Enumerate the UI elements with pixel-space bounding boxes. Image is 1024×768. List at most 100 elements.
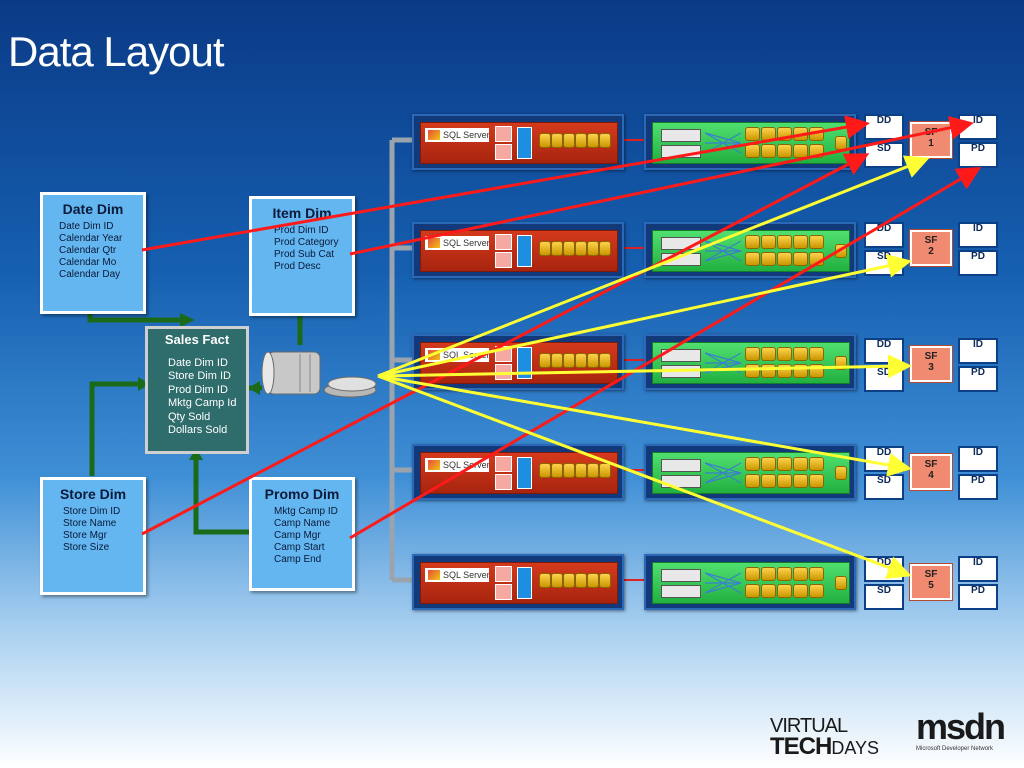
disk-icon xyxy=(793,252,808,266)
disk-icon xyxy=(745,252,760,266)
pd-node-box: PD xyxy=(958,366,998,392)
sql-server-label: SQL Server xyxy=(425,128,489,142)
sql-server-logo-icon xyxy=(428,460,440,470)
disk-icon xyxy=(745,347,760,361)
disk-icon xyxy=(551,133,563,148)
replicated-dimension-arrows xyxy=(141,115,982,540)
storage-array-chassis xyxy=(652,562,850,604)
disk-icon xyxy=(563,573,575,588)
disk-icon xyxy=(539,133,551,148)
disk-icon xyxy=(599,573,611,588)
disk-icon xyxy=(575,241,587,256)
id-node-box: ID xyxy=(958,338,998,364)
disk-icon xyxy=(793,235,808,249)
disk-icon xyxy=(563,133,575,148)
disk-icon xyxy=(777,347,792,361)
sql-server-unit: SQL Server xyxy=(412,114,624,170)
slide-title: Data Layout xyxy=(8,28,224,75)
disk-icon xyxy=(777,567,792,581)
date-dim-field: Date Dim ID xyxy=(59,221,114,232)
disk-icon xyxy=(777,584,792,598)
dd-node-label: DD xyxy=(876,447,892,458)
disk-icon xyxy=(551,353,563,368)
sql-server-label: SQL Server xyxy=(425,236,489,250)
disk-icon xyxy=(777,144,792,158)
disk-icon xyxy=(793,584,808,598)
array-slot-icon xyxy=(661,585,701,598)
sql-server-label-text: SQL Server xyxy=(443,130,489,140)
drive-bay-icon xyxy=(495,144,512,160)
sf-label-line2: 3 xyxy=(928,362,934,373)
drive-bay-icon xyxy=(495,126,512,142)
sql-server-label-text: SQL Server xyxy=(443,238,489,248)
sf-label-line1: SF xyxy=(924,351,938,362)
disk-icon xyxy=(809,584,824,598)
promo-dim-field: Mktg Camp ID xyxy=(274,506,338,517)
disk-icon xyxy=(539,353,551,368)
vtd-line2-bold: TECH xyxy=(770,733,832,760)
sd-node-box: SD xyxy=(864,584,904,610)
dd-node-label: DD xyxy=(876,223,892,234)
disk-icon xyxy=(539,241,551,256)
disk-icon xyxy=(587,241,599,256)
sql-server-chassis: SQL Server xyxy=(420,122,618,164)
promo-dim-box: Promo Dim Mktg Camp ID Camp Name Camp Mg… xyxy=(249,477,355,591)
drive-bay-icon xyxy=(495,584,512,600)
store-dim-field: Store Size xyxy=(63,542,110,553)
date-dim-field: Calendar Qtr xyxy=(59,245,117,256)
vtd-line1: VIRTUAL xyxy=(770,715,848,737)
sales-fact-field: Prod Dim ID xyxy=(168,383,228,396)
pd-node-box: PD xyxy=(958,474,998,500)
sf-label-line2: 5 xyxy=(928,580,934,591)
id-node-label: ID xyxy=(973,115,983,126)
date-dim-box: Date Dim Date Dim ID Calendar Year Calen… xyxy=(40,192,146,314)
array-slot-icon xyxy=(661,459,701,472)
dd-node-box: DD xyxy=(864,338,904,364)
sf-label-line1: SF xyxy=(924,235,938,246)
disk-icon xyxy=(599,133,611,148)
msdn-logo: msdn Microsoft Developer Network xyxy=(916,708,1020,764)
sf-label-line1: SF xyxy=(924,459,938,470)
disk-icon xyxy=(809,347,824,361)
sql-server-label: SQL Server xyxy=(425,458,489,472)
promo-dim-field: Camp Name xyxy=(274,518,331,529)
sql-server-logo-icon xyxy=(428,238,440,248)
disk-icon xyxy=(809,567,824,581)
sales-fact-title: Sales Fact xyxy=(164,332,230,347)
disk-icon xyxy=(835,576,847,590)
sales-fact-field: Dollars Sold xyxy=(168,424,228,436)
promo-dim-title: Promo Dim xyxy=(264,486,340,502)
sd-node-label: SD xyxy=(877,367,891,378)
sql-server-label-text: SQL Server xyxy=(443,570,489,580)
disk-icon xyxy=(809,457,824,471)
id-node-box: ID xyxy=(958,556,998,582)
backbone-bus xyxy=(389,137,414,583)
sales-fact-field: Store Dim ID xyxy=(168,370,231,382)
drive-bay-icon xyxy=(495,566,512,582)
item-dim-field: Prod Desc xyxy=(274,261,321,272)
sd-node-box: SD xyxy=(864,474,904,500)
disk-icon xyxy=(761,584,776,598)
sf-label-line2: 4 xyxy=(928,470,934,481)
arrow-date-to-dd xyxy=(141,115,870,252)
disk-icon xyxy=(793,347,808,361)
vtd-line2-light: DAYS xyxy=(831,738,880,758)
sql-server-chassis: SQL Server xyxy=(420,562,618,604)
item-dim-field: Prod Dim ID xyxy=(274,225,329,236)
switch-fabric-icon xyxy=(705,572,741,594)
controller-icon xyxy=(517,127,532,159)
disk-icon xyxy=(539,463,551,478)
arrow-store-to-sd xyxy=(141,153,870,536)
arrow-fact-to-sf2 xyxy=(377,254,912,378)
drive-bay-icon xyxy=(495,252,512,268)
drive-bay-icon xyxy=(495,234,512,250)
item-dim-title: Item Dim xyxy=(272,205,332,221)
date-dim-field: Calendar Mo xyxy=(59,257,117,268)
sales-fact-field: Mktg Camp Id xyxy=(168,397,237,409)
disk-icon xyxy=(761,235,776,249)
